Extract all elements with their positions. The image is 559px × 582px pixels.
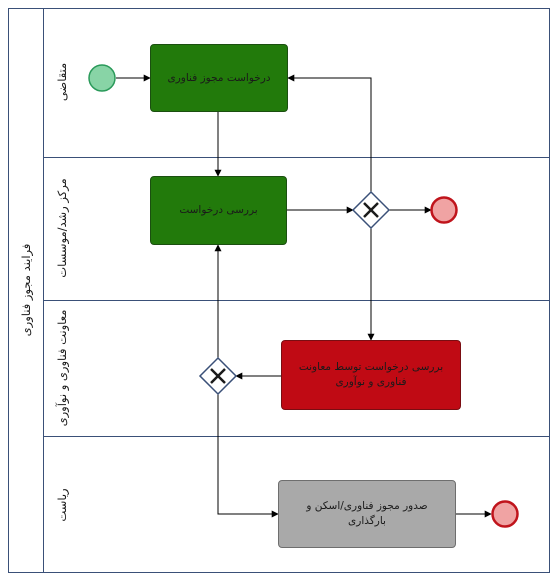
end-event-icon	[430, 196, 458, 224]
task-label: درخواست مجوز فناوری	[167, 71, 271, 84]
flow-gateway-to-issue	[217, 394, 279, 518]
task-label: صدور مجوز فناوری/اسکن و بارگذاری	[306, 500, 428, 527]
exclusive-gateway-icon	[198, 356, 238, 396]
flow-gateway-to-request	[287, 74, 372, 192]
pool	[8, 8, 550, 573]
exclusive-gateway-icon	[351, 190, 391, 230]
start-event-icon	[88, 64, 116, 92]
task-label: بررسی درخواست توسط معاونت فناوری و نوآور…	[298, 361, 444, 388]
task-review-request[interactable]: بررسی درخواست	[150, 176, 287, 245]
end-event-icon	[491, 500, 519, 528]
task-label: بررسی درخواست	[179, 204, 258, 216]
lane-separator	[44, 157, 550, 158]
pool-header	[8, 8, 44, 573]
task-request-license[interactable]: درخواست مجوز فناوری	[150, 44, 288, 112]
lane-separator	[44, 300, 550, 301]
task-issue-license[interactable]: صدور مجوز فناوری/اسکن و بارگذاری	[278, 480, 456, 548]
task-deputy-review[interactable]: بررسی درخواست توسط معاونت فناوری و نوآور…	[281, 340, 461, 410]
lane-separator	[44, 436, 550, 437]
